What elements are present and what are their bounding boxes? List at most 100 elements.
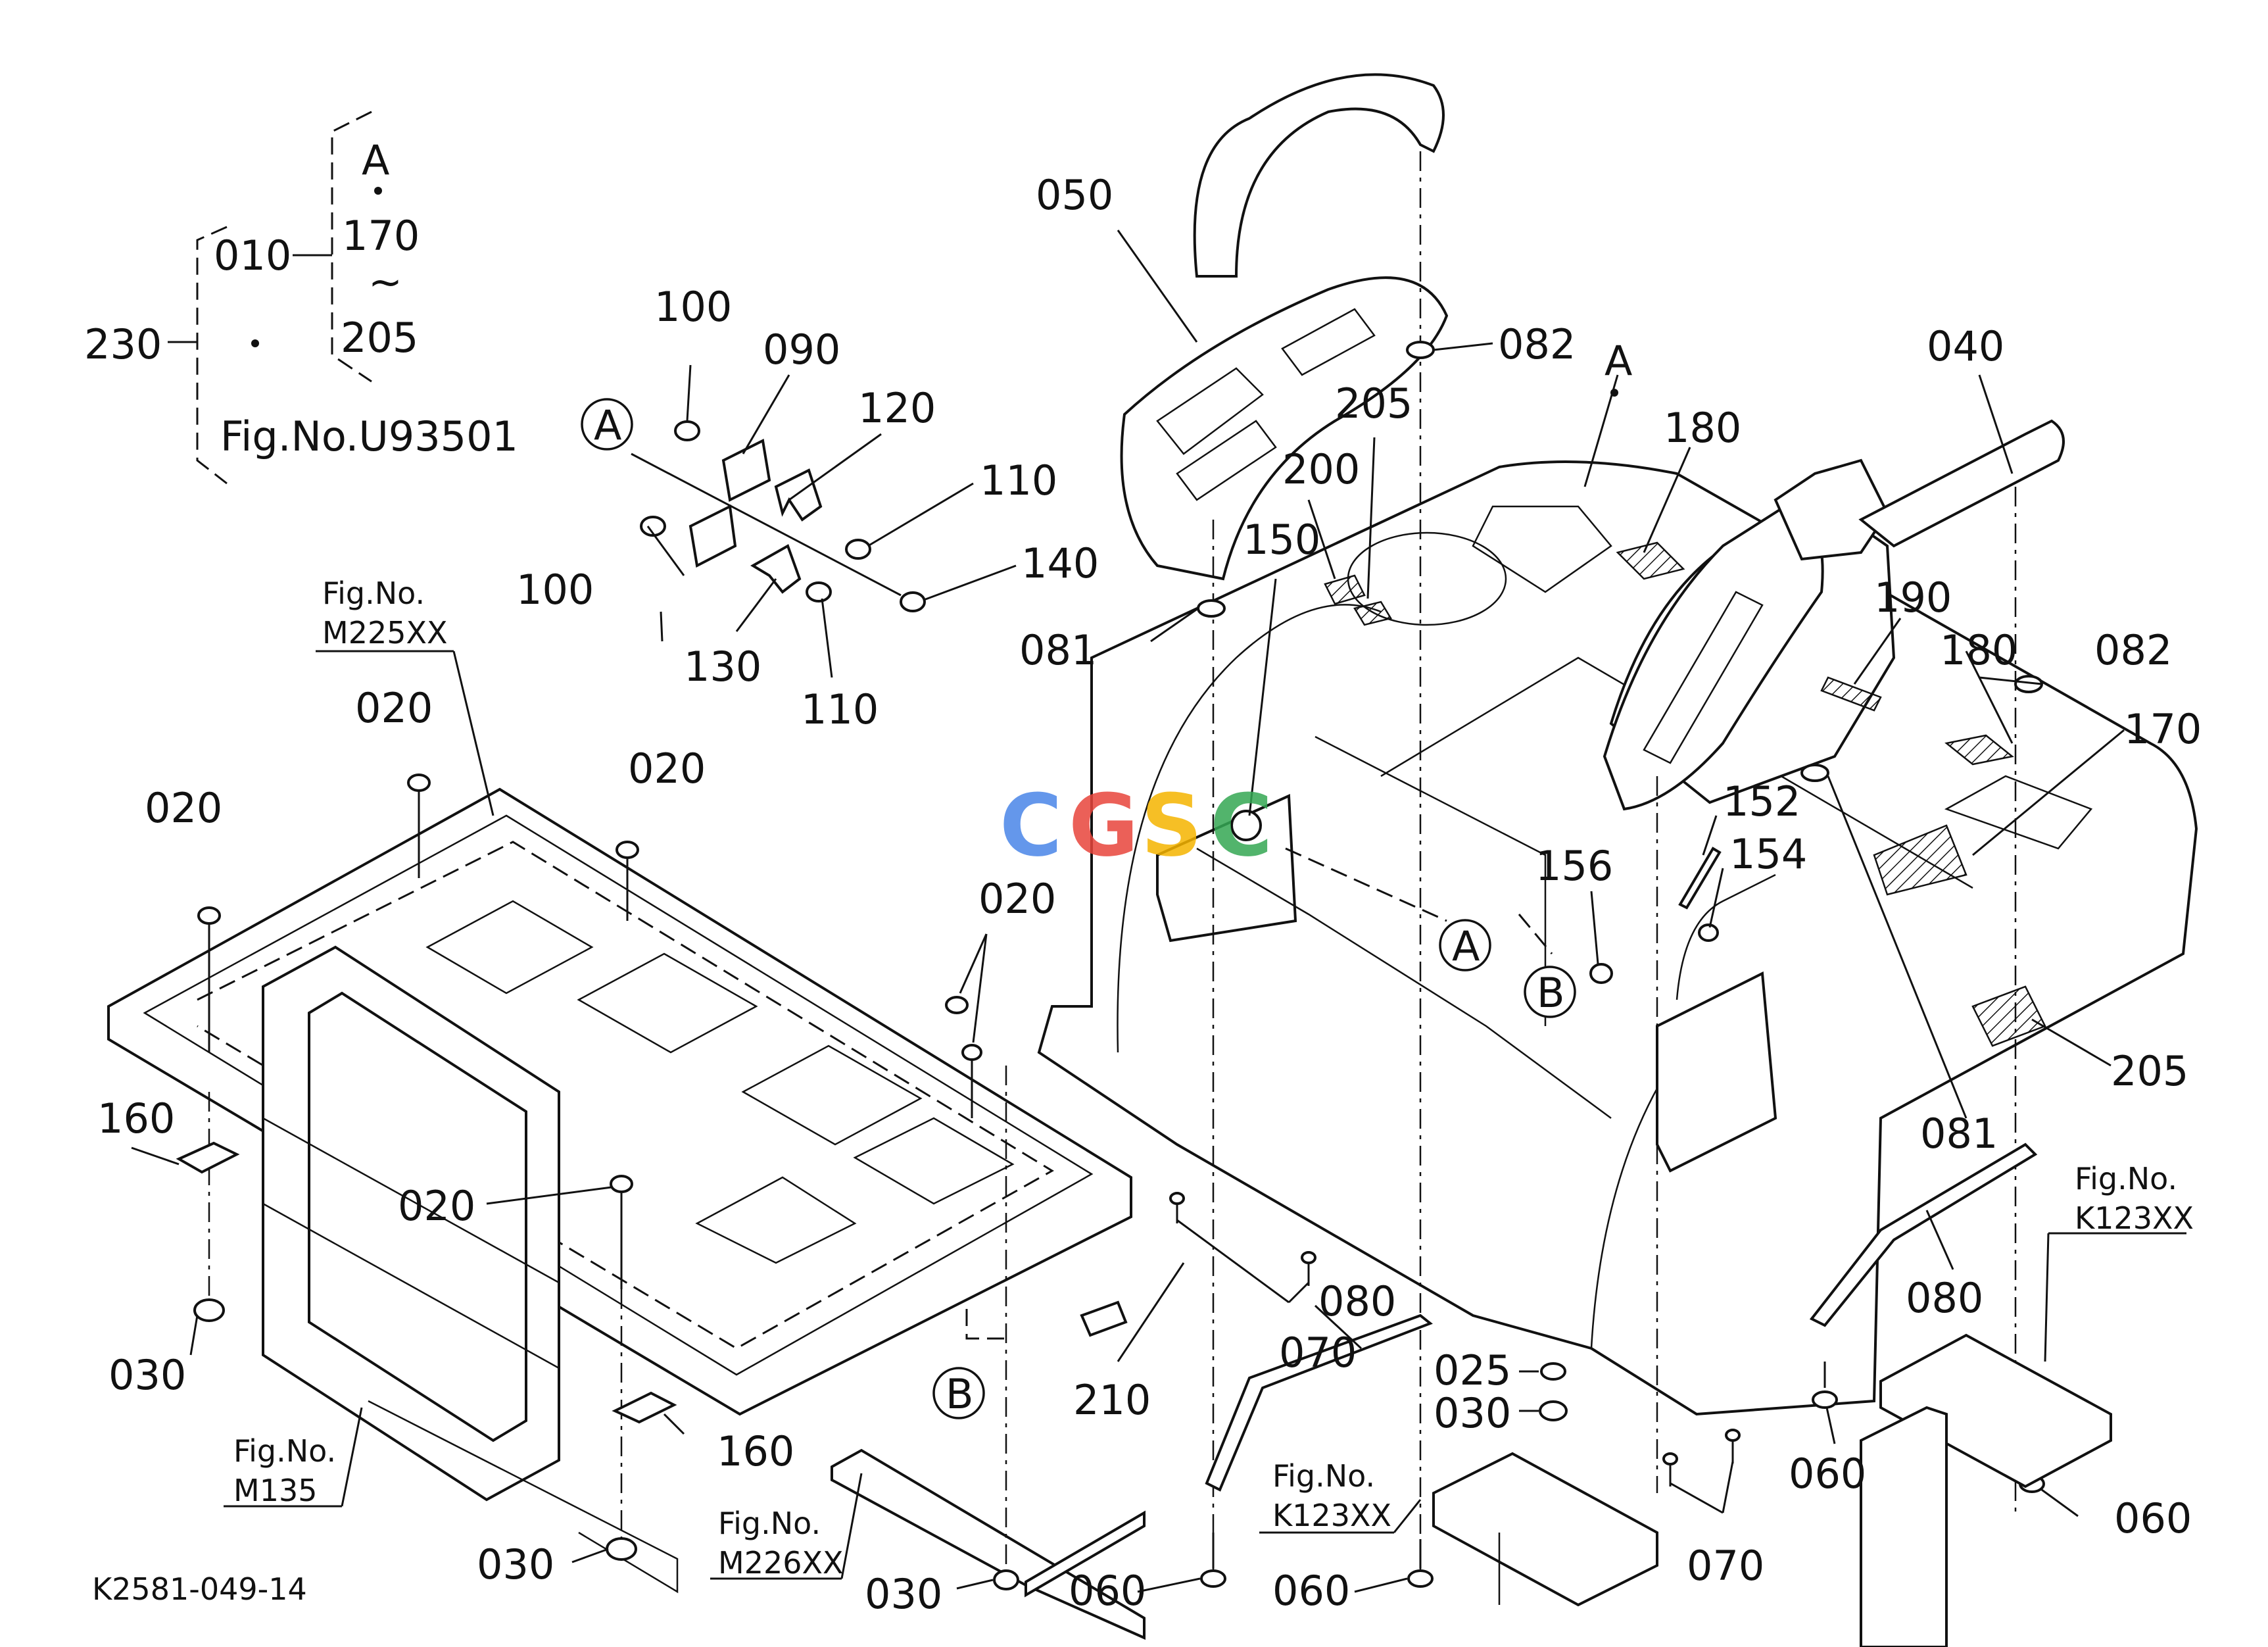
decal-180-b (1944, 734, 2014, 766)
assembly-figure-ref: Fig.No.U93501 (220, 412, 518, 460)
marker-b-2: B (932, 1367, 985, 1419)
callout-030-a: 030 (109, 1351, 186, 1399)
callout-020-c: 020 (145, 784, 222, 832)
nut-030-d (1539, 1400, 1568, 1421)
decal-205-a (1353, 601, 1392, 626)
callout-100-a: 100 (654, 283, 732, 331)
fig-ref-k123-b-label: Fig.No. (2075, 1161, 2177, 1196)
bolt-020-c (615, 841, 639, 921)
bolt-070-c (1662, 1452, 1678, 1487)
plate-m226 (831, 1066, 1146, 1640)
callout-140: 140 (1021, 539, 1099, 587)
svg-text:A: A (1604, 337, 1632, 385)
svg-text:A: A (594, 401, 621, 449)
fig-ref-k123-b-number: K123XX (2075, 1200, 2194, 1236)
callout-130: 130 (684, 643, 761, 691)
bolt-020-e (610, 1175, 633, 1289)
handle-040 (1603, 419, 2065, 1513)
callout-180-b: 180 (1940, 626, 2017, 674)
callout-160-b: 160 (717, 1427, 794, 1475)
range-mid: 170 (342, 212, 420, 260)
fig-ref-k123-a-number: K123XX (1272, 1498, 1391, 1533)
bracket-160-b (612, 1391, 677, 1424)
washer-081-b (1800, 764, 1829, 782)
callout-020-b: 020 (628, 745, 706, 793)
callout-020-a: 020 (355, 684, 433, 732)
nut-030-c (993, 1569, 1019, 1590)
fig-ref-k123-a-label: Fig.No. (1272, 1458, 1375, 1494)
svg-text:A: A (1452, 922, 1480, 970)
callout-200: 200 (1282, 445, 1360, 493)
nut-030-a (193, 1298, 225, 1322)
callout-152: 152 (1723, 777, 1800, 825)
washer-081-a (1197, 599, 1226, 618)
bolt-060-a (1200, 1533, 1226, 1588)
washer-082-a (1406, 341, 1435, 359)
nut-030-b (606, 1537, 637, 1561)
bolt-100-b (640, 516, 666, 537)
decal-170 (1873, 824, 1967, 896)
bolt-070-b (1301, 1251, 1316, 1286)
assembly-bracket (168, 111, 382, 485)
callout-080-b: 080 (1906, 1274, 1983, 1322)
decal-190 (1820, 676, 1882, 712)
callout-120: 120 (858, 384, 936, 432)
callout-040: 040 (1927, 322, 2004, 370)
marker-a-2: A (1439, 919, 1491, 971)
bolt-020-a (197, 906, 221, 1052)
range-tilde: ~ (368, 258, 402, 306)
handle-050 (1120, 73, 1449, 1579)
callout-210: 210 (1073, 1376, 1151, 1424)
callout-030-b: 030 (477, 1540, 554, 1588)
svg-text:S: S (1141, 775, 1203, 875)
mount-k123-b (1860, 1333, 2112, 1647)
callout-160-a: 160 (97, 1094, 175, 1143)
callout-100-b: 100 (516, 566, 594, 614)
callout-081-b: 081 (1920, 1110, 1998, 1158)
drawing-id: K2581-049-14 (92, 1571, 307, 1607)
callout-082-b: 082 (2094, 626, 2172, 674)
callout-190: 190 (1874, 574, 1952, 622)
bolt-070-a (1169, 1192, 1185, 1223)
callout-030-d: 030 (1434, 1389, 1511, 1437)
callout-110-a: 110 (980, 456, 1057, 504)
bracket-080-a (1205, 1314, 1433, 1492)
callout-060-d: 060 (2114, 1494, 2192, 1542)
callout-082-a: 082 (1498, 320, 1576, 368)
callout-070-a: 070 (1279, 1329, 1357, 1377)
callout-060-a: 060 (1069, 1567, 1146, 1615)
leader-lines (131, 230, 2186, 1593)
bushing-210 (1080, 1300, 1128, 1337)
callout-060-b: 060 (1272, 1567, 1350, 1615)
callout-025: 025 (1434, 1346, 1511, 1394)
callout-020-e: 020 (398, 1182, 475, 1230)
bolt-070-d (1725, 1429, 1741, 1463)
plug-150 (1230, 810, 1262, 841)
fig-ref-m225-number: M225XX (322, 615, 448, 651)
fig-ref-m226-number: M226XX (718, 1545, 844, 1581)
callout-070-b: 070 (1687, 1542, 1764, 1590)
fig-ref-m226-label: Fig.No. (718, 1506, 821, 1541)
bolt-020-d (945, 996, 982, 1118)
floor-frame-drawing (107, 774, 1132, 1594)
marker-b-1: B (1524, 966, 1576, 1018)
callout-050: 050 (1036, 171, 1113, 219)
figure-references: Fig.No. M225XX Fig.No. M135 Fig.No. M226… (233, 576, 2194, 1581)
callout-205-b: 205 (2111, 1047, 2188, 1095)
fig-ref-m135-label: Fig.No. (233, 1433, 336, 1469)
marker-a-1: A (581, 398, 633, 451)
clip-154 (1698, 923, 1719, 942)
callout-labels: 050 082 040 205 180 200 150 081 190 180 … (97, 171, 2202, 1618)
range-end: 205 (341, 314, 418, 362)
decal-180-a (1616, 541, 1685, 580)
pin-140 (900, 591, 926, 612)
svg-text:C: C (1210, 775, 1272, 875)
callout-150: 150 (1243, 516, 1320, 564)
svg-text:B: B (946, 1370, 974, 1418)
bolt-060-b (1407, 1539, 1434, 1588)
bracket-080-b (1809, 1143, 2038, 1327)
svg-text:C: C (1000, 775, 1062, 875)
bolt-060-c (1812, 1362, 1838, 1409)
callout-110-b: 110 (801, 685, 879, 733)
